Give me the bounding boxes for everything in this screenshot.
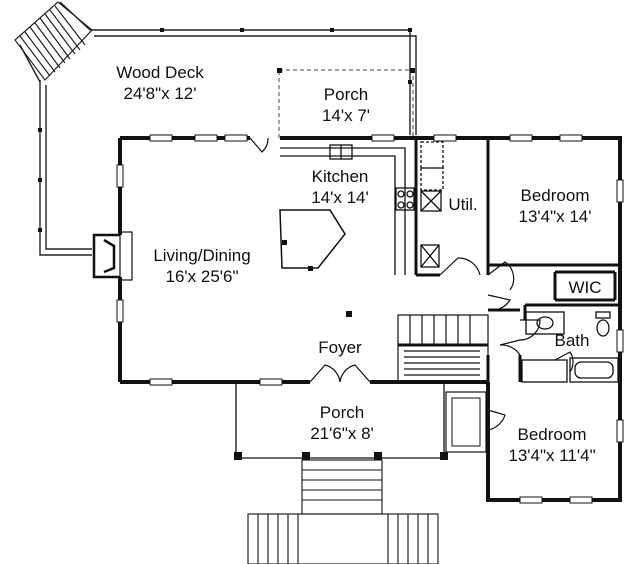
fireplace xyxy=(92,231,133,281)
room-name: WIC xyxy=(568,278,602,297)
utility-appliances xyxy=(420,141,444,268)
wood-deck-outline xyxy=(19,1,417,256)
interior-stairs xyxy=(397,314,489,383)
room-dimensions: 16'x 25'6" xyxy=(165,267,239,286)
room-name: Porch xyxy=(319,403,365,422)
room-wood-deck: Wood Deck 24'8"x 12' xyxy=(116,62,204,104)
room-bath: Bath xyxy=(555,330,590,351)
room-util: Util. xyxy=(448,194,477,215)
kitchen-island xyxy=(279,209,352,317)
room-dimensions: 24'8"x 12' xyxy=(123,84,197,103)
doors xyxy=(249,137,574,431)
room-name: Foyer xyxy=(318,338,362,357)
room-bedroom-2: Bedroom 13'4"x 11'4" xyxy=(508,424,595,466)
windows xyxy=(116,134,624,504)
deck-posts xyxy=(38,28,412,232)
room-wic: WIC xyxy=(568,277,601,298)
room-porch-rear: Porch 14'x 7' xyxy=(322,84,370,126)
room-name: Util. xyxy=(448,195,478,214)
room-name: Kitchen xyxy=(311,167,369,186)
room-porch-front: Porch 21'6"x 8' xyxy=(310,402,374,444)
room-dimensions: 21'6"x 8' xyxy=(310,424,374,443)
room-name: Living/Dining xyxy=(153,246,251,265)
deck-stairs xyxy=(14,1,93,81)
interior-walls xyxy=(414,138,620,410)
room-dimensions: 14'x 14' xyxy=(311,188,369,207)
bath-fixtures xyxy=(521,311,619,383)
front-porch xyxy=(234,382,487,460)
room-name: Bedroom xyxy=(517,425,587,444)
room-kitchen: Kitchen 14'x 14' xyxy=(311,166,369,208)
room-dimensions: 14'x 7' xyxy=(321,106,371,125)
front-stairs xyxy=(247,459,439,564)
room-name: Wood Deck xyxy=(116,63,204,82)
room-living-dining: Living/Dining 16'x 25'6" xyxy=(153,245,250,287)
room-bedroom-1: Bedroom 13'4"x 14' xyxy=(518,185,591,227)
room-dimensions: 13'4"x 14' xyxy=(518,207,592,226)
kitchen-counters xyxy=(280,144,415,275)
room-name: Bath xyxy=(554,331,590,350)
room-foyer: Foyer xyxy=(318,337,361,358)
room-name: Bedroom xyxy=(520,186,590,205)
room-dimensions: 13'4"x 11'4" xyxy=(508,446,596,465)
room-name: Porch xyxy=(323,85,369,104)
